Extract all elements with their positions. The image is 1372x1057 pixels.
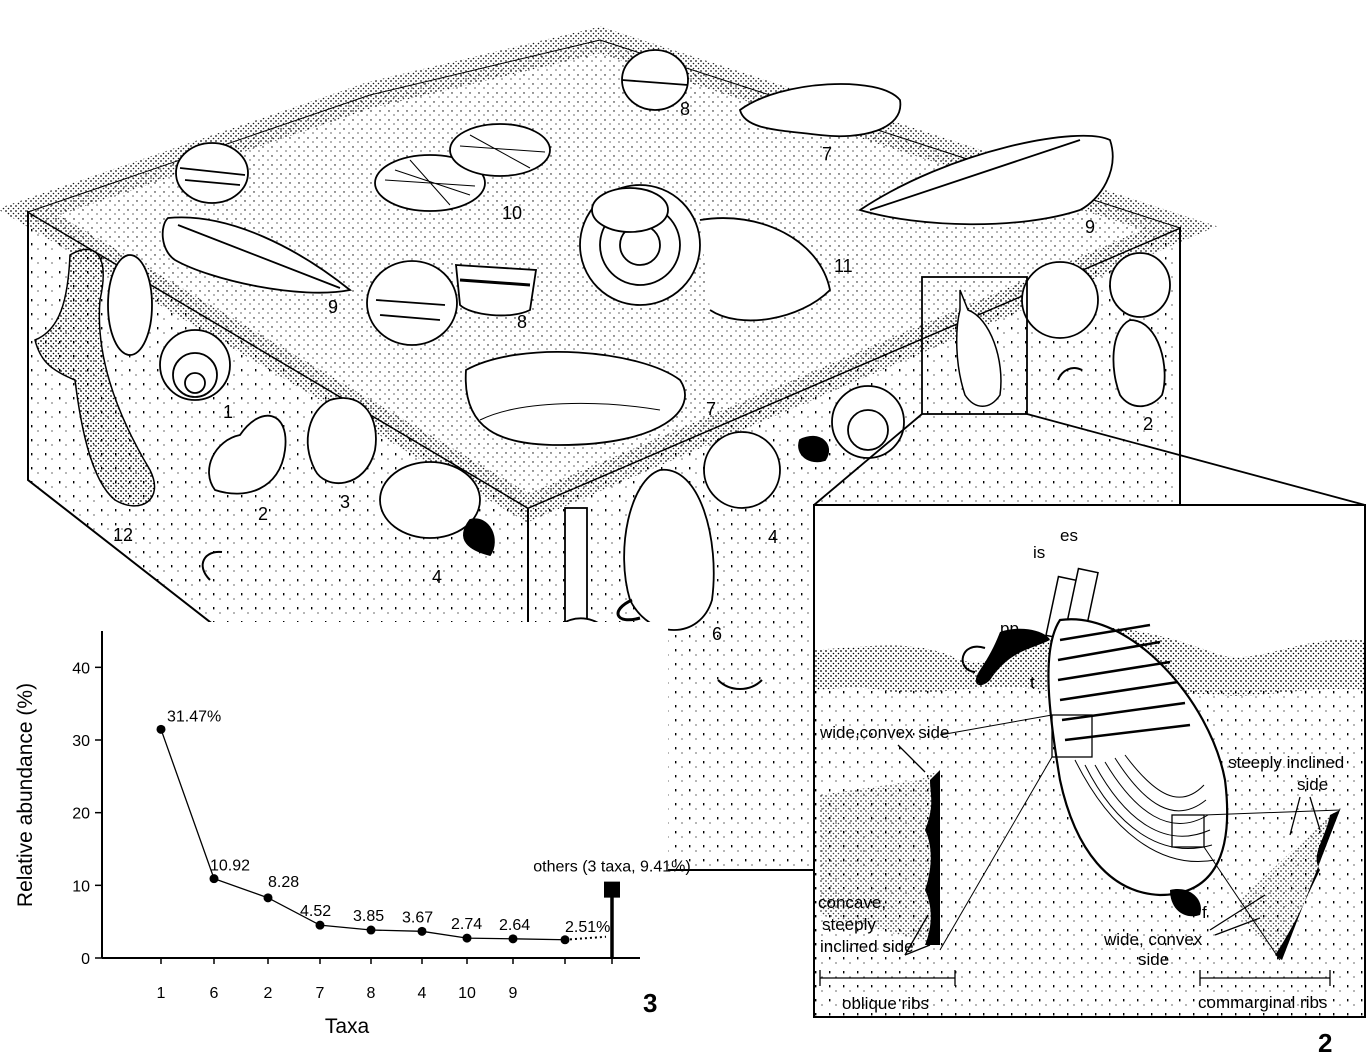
chart-point-label: 3.85 [353,908,384,925]
shell-8-left [176,143,248,203]
chart-x-axis-title: Taxa [325,1015,370,1038]
taxon-12-label: 12 [113,525,133,545]
chart-x-tick-label: 2 [264,985,273,1002]
chart-point-label: 10.92 [210,858,250,875]
chart-point [509,934,518,943]
taxon-4-label-left: 4 [432,567,442,587]
chart-x-tick-label: 4 [418,985,427,1002]
shell-1-far [1022,262,1098,338]
label-oblique-ribs: oblique ribs [842,994,929,1013]
shell-1-right [832,386,904,458]
taxon-6-label: 6 [712,624,722,644]
chart-y-tick-label: 0 [81,951,90,968]
chart-point [561,935,570,944]
chart-point-label: 2.51% [565,919,610,936]
taxon-7-label-center: 7 [706,399,716,419]
shell-10-b [450,124,550,176]
label-concave-3: inclined side [820,937,914,956]
shell-8-b [456,265,536,315]
taxon-9-label-left: 9 [328,297,338,317]
taxon-2-label-left: 2 [258,504,268,524]
panel-label-2: 2 [1318,1028,1332,1057]
chart-others-marker [604,882,620,898]
label-es: es [1060,526,1078,545]
taxon-9-label-right: 9 [1085,217,1095,237]
label-steep-2: side [1297,775,1328,794]
label-is: is [1033,543,1045,562]
chart-others-label: others (3 taxa, 9.41%) [533,859,690,876]
chart-x-tick-label: 10 [458,985,476,1002]
chart-point [316,921,325,930]
taxon-8-label-center: 8 [517,312,527,332]
label-wide-right-2: side [1138,950,1169,969]
shell-10-on-ammonite [592,188,668,232]
taxon-3-label: 3 [340,492,350,512]
taxon-7-label-top: 7 [822,144,832,164]
chart-point-label: 4.52 [300,903,331,920]
chart-point-label: 31.47% [167,708,221,725]
shell-1-far-b [1110,253,1170,317]
chart-x-tick-label: 6 [210,985,219,1002]
chart-y-tick-label: 30 [72,733,90,750]
chart-point [418,927,427,936]
taxon-1-label: 1 [223,402,233,422]
chart-point [210,874,219,883]
chart-x-tick-label: 1 [157,985,166,1002]
taxon-11-label: 11 [834,256,853,276]
chart-x-tick-label: 8 [367,985,376,1002]
label-wide-right-1: wide, convex [1103,930,1203,949]
inset-panel: is es pp t f wide,convex side concave, s… [814,505,1365,1017]
chart-y-axis-title: Relative abundance (%) [14,683,37,907]
chart-point [264,893,273,902]
label-f: f [1202,903,1207,922]
shell-3 [308,398,376,483]
chart-y-tick-label: 40 [72,660,90,677]
shell-7-center [466,352,685,445]
label-wide-convex-left: wide,convex side [819,723,949,742]
chart-point [367,926,376,935]
shell-4-right [704,432,780,508]
taxon-2-label-right: 2 [1143,414,1153,434]
chart-x-tick-label: 9 [509,985,518,1002]
label-steep-1: steeply inclined [1228,753,1344,772]
chart-y-tick-label: 20 [72,806,90,823]
siphon-5 [565,508,587,628]
chart-point-label: 3.67 [402,909,433,926]
taxon-4-label-right: 4 [768,527,778,547]
chart-point-label: 2.64 [499,917,530,934]
label-pp: pp [1000,619,1019,638]
chart-point-label: 2.74 [451,916,482,933]
taxon-8-label-top: 8 [680,99,690,119]
taxon-10-label: 10 [502,203,522,223]
chart-point [463,934,472,943]
label-concave-1: concave, [818,893,886,912]
label-t: t [1030,673,1035,692]
shell-1 [160,330,230,400]
label-commarginal-ribs: commarginal ribs [1198,993,1327,1012]
shell-3-left [108,255,152,355]
label-concave-2: steeply [822,915,876,934]
chart-point-label: 8.28 [268,874,299,891]
panel-label-3: 3 [643,988,657,1018]
chart-point [157,725,166,734]
chart-y-tick-label: 10 [72,878,90,895]
chart-x-tick-label: 7 [316,985,325,1002]
